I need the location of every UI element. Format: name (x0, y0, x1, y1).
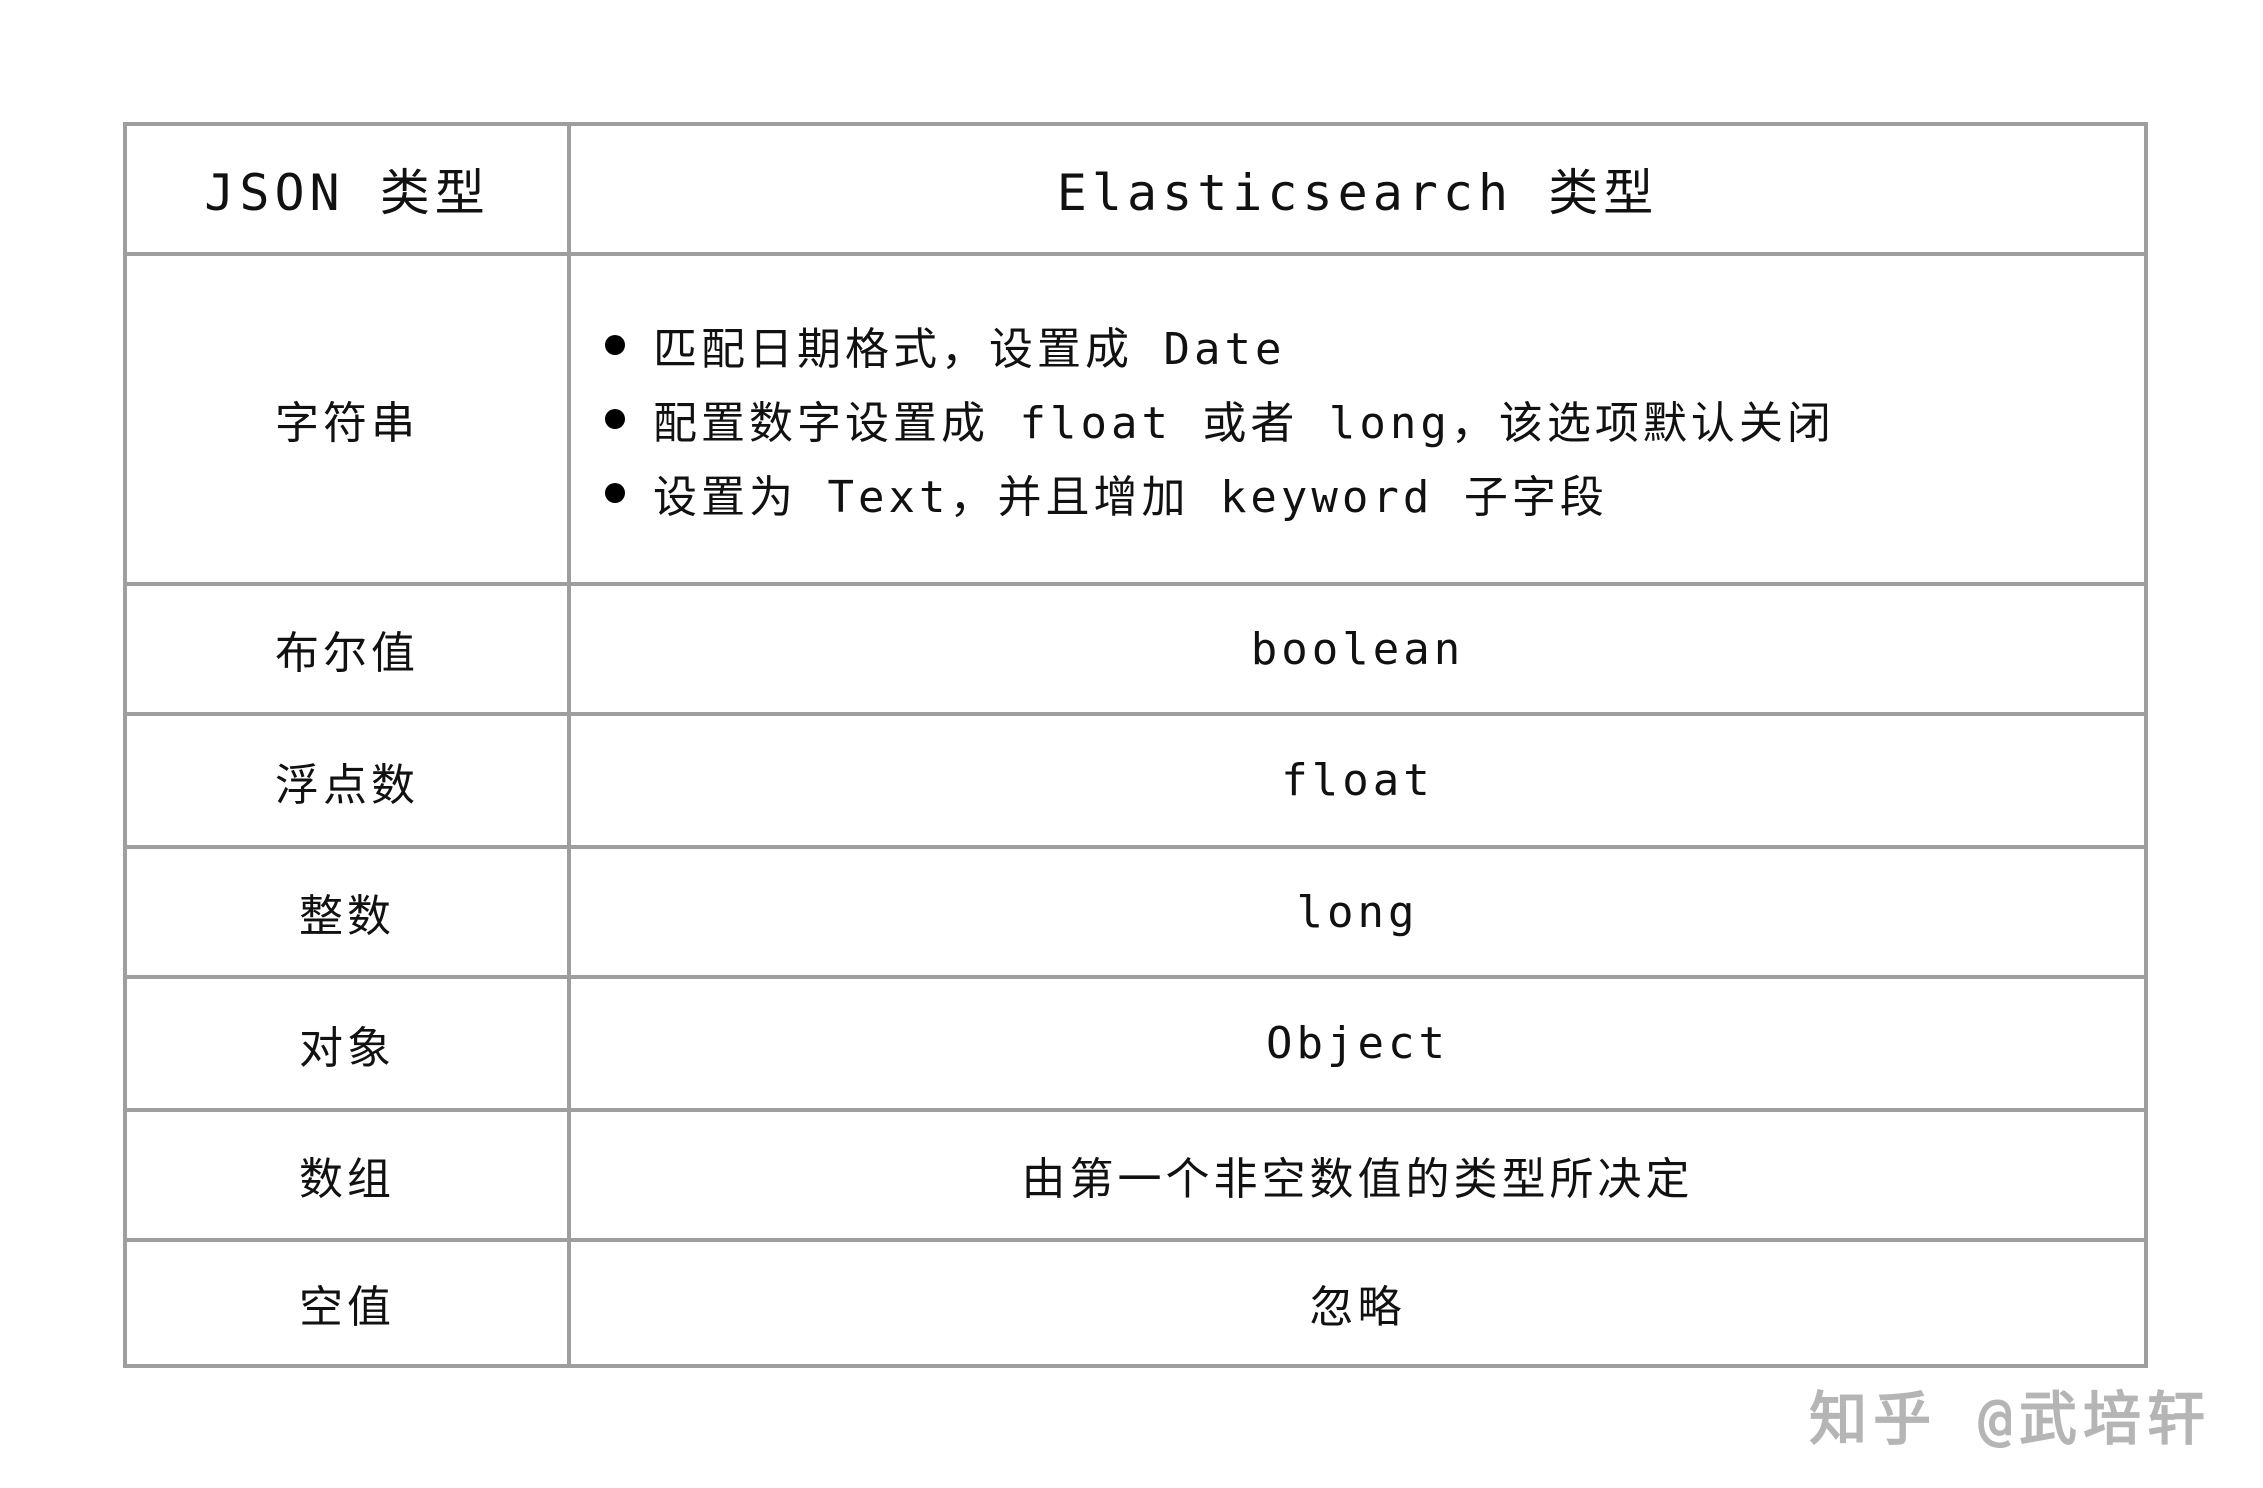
bullet-dot-icon (605, 409, 625, 429)
cell-json-type-null: 空值 (127, 1242, 567, 1364)
cell-json-type-integer: 整数 (127, 849, 567, 975)
cell-json-type-string: 字符串 (127, 256, 567, 582)
cell-json-type-object: 对象 (127, 979, 567, 1108)
cell-es-type-array: 由第一个非空数值的类型所决定 (571, 1112, 2144, 1238)
cell-es-type-float: float (571, 716, 2144, 845)
bullet-text: 设置为 Text，并且增加 keyword 子字段 (653, 472, 1608, 523)
bullet-dot-icon (605, 483, 625, 503)
cell-json-type-boolean: 布尔值 (127, 586, 567, 712)
header-cell-elasticsearch-type: Elasticsearch 类型 (571, 126, 2144, 252)
cell-json-type-float: 浮点数 (127, 716, 567, 845)
cell-es-type-null: 忽略 (571, 1242, 2144, 1364)
cell-es-type-string: 匹配日期格式，设置成 Date 配置数字设置成 float 或者 long，该选… (571, 256, 2144, 582)
bullet-dot-icon (605, 335, 625, 355)
bullet-item: 设置为 Text，并且增加 keyword 子字段 (605, 456, 1608, 530)
bullet-text: 配置数字设置成 float 或者 long，该选项默认关闭 (653, 398, 1835, 449)
zhihu-watermark: 知乎 @武培轩 (1809, 1385, 2211, 1453)
cell-json-type-array: 数组 (127, 1112, 567, 1238)
bullet-item: 匹配日期格式，设置成 Date (605, 308, 1285, 382)
bullet-item: 配置数字设置成 float 或者 long，该选项默认关闭 (605, 382, 1835, 456)
header-cell-json-type: JSON 类型 (127, 126, 567, 252)
json-to-elasticsearch-type-table: JSON 类型 Elasticsearch 类型 字符串 匹配日期格式，设置成 … (123, 122, 2148, 1368)
cell-es-type-integer: long (571, 849, 2144, 975)
cell-es-type-object: Object (571, 979, 2144, 1108)
cell-es-type-boolean: boolean (571, 586, 2144, 712)
bullet-text: 匹配日期格式，设置成 Date (653, 324, 1286, 375)
